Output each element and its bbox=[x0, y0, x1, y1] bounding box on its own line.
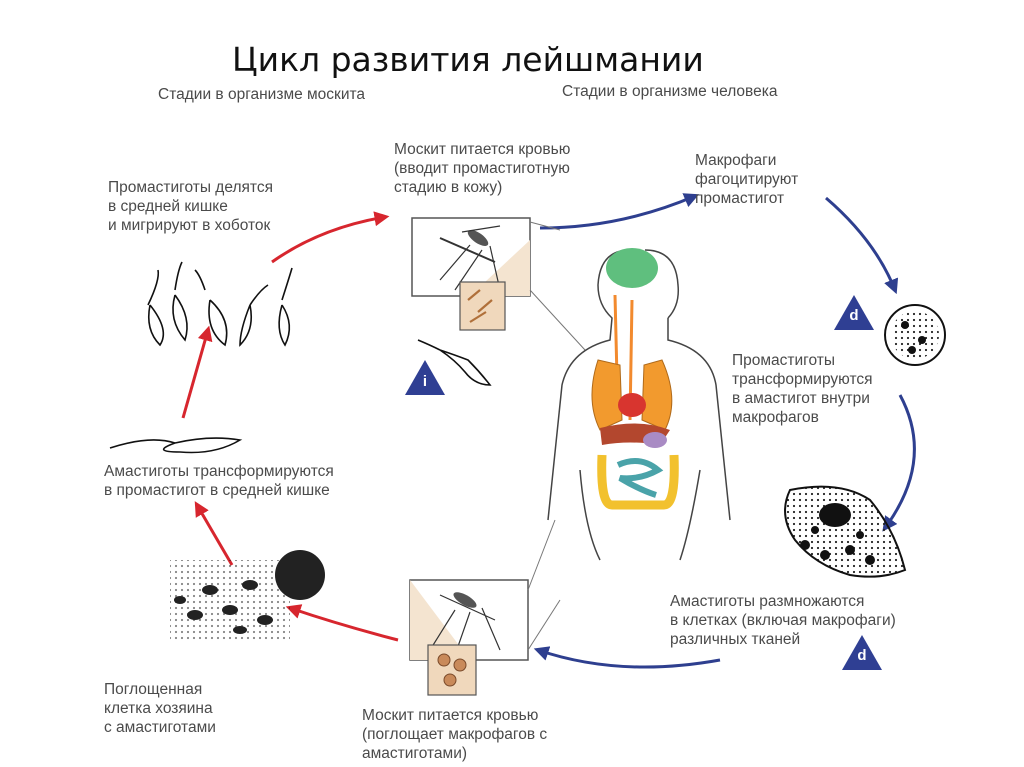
tissue-cell-amastigotes bbox=[784, 485, 907, 578]
ingested-host-cell-illustration bbox=[170, 550, 325, 640]
infected-macrophage-cell bbox=[884, 304, 946, 366]
arrow-left-to-ingested-cell bbox=[285, 604, 399, 642]
diagram-title: Цикл развития лейшмании bbox=[232, 40, 704, 79]
badge-triangle-d-top bbox=[834, 295, 874, 330]
label-macrophages: Макрофаги фагоцитируют промастигот bbox=[695, 152, 799, 207]
human-body-illustration bbox=[547, 248, 731, 561]
arrow-up-amastigote-to-promastigote bbox=[181, 325, 213, 419]
label-mosquito-feeds-bottom: Москит питается кровью (поглощает макроф… bbox=[362, 707, 548, 762]
large-intestine-organ bbox=[597, 454, 679, 510]
stomach-organ bbox=[643, 432, 667, 448]
arrow-mosquito-to-macrophages bbox=[539, 193, 700, 230]
label-ingested-cell: Поглощенная клетка хозяина с амастиготам… bbox=[104, 681, 216, 736]
heart-organ bbox=[618, 393, 646, 417]
subtitle-mosquito-stages: Стадии в организме москита bbox=[158, 86, 366, 103]
arrow-to-mosquito-top bbox=[271, 211, 390, 264]
badge-label-i: i bbox=[422, 373, 428, 390]
brain-organ bbox=[606, 248, 658, 288]
arrow-cell-to-tissue bbox=[882, 394, 916, 532]
label-amastigotes-transform: Амастиготы трансформируются в промастиго… bbox=[104, 463, 334, 499]
label-mosquito-feeds-top: Москит питается кровью (вводит промастиг… bbox=[394, 141, 571, 196]
badge-label-d-bottom: d bbox=[857, 647, 867, 664]
dividing-promastigotes-illustration bbox=[147, 261, 293, 347]
amastigote-to-promastigote-illustration bbox=[109, 437, 243, 454]
badge-label-d-top: d bbox=[849, 307, 859, 324]
arrow-up-from-ingested-cell bbox=[194, 501, 234, 566]
mosquito-feeding-top-illustration bbox=[411, 217, 586, 351]
mosquito-feeding-bottom-illustration bbox=[409, 519, 561, 696]
small-intestine-organ bbox=[616, 458, 664, 498]
badge-triangle-i bbox=[405, 360, 445, 395]
arrow-tissue-to-mosquito-bottom bbox=[533, 646, 721, 669]
label-amastigotes-multiply: Амастиготы размножаются в клетках (включ… bbox=[670, 593, 896, 648]
subtitle-human-stages: Стадии в организме человека bbox=[562, 83, 778, 100]
badge-triangle-d-bottom bbox=[842, 635, 882, 670]
label-promastigotes-divide: Промастиготы делятся в средней кишке и м… bbox=[108, 179, 273, 234]
arrow-macrophages-to-cell bbox=[825, 196, 899, 295]
label-promastigotes-transform: Промастиготы трансформируются в амастиго… bbox=[732, 352, 873, 426]
promastigote-single bbox=[417, 339, 492, 386]
